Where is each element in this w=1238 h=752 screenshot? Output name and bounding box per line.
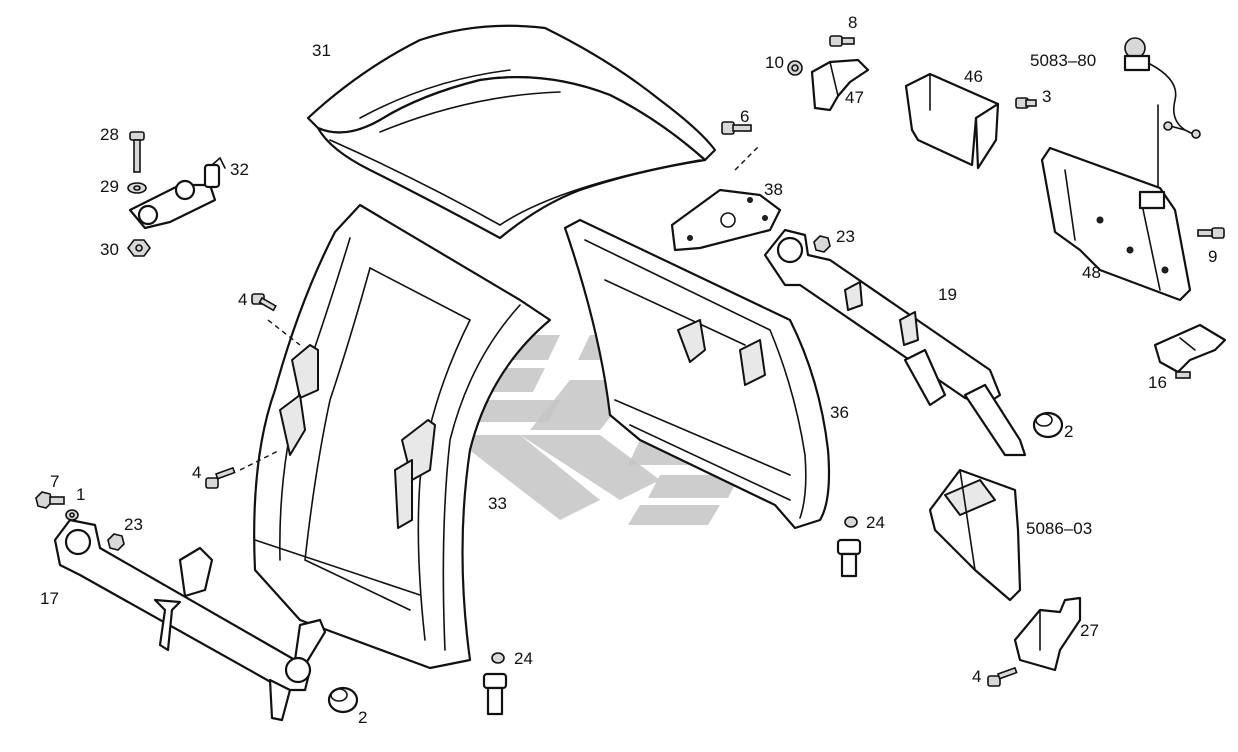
hinge-bracket-assembly — [787, 35, 870, 112]
callout-28: 28 — [100, 125, 119, 144]
callout-29: 29 — [100, 177, 119, 196]
bracket-plate — [670, 144, 782, 252]
callout-48: 48 — [1082, 263, 1101, 282]
clip-16 — [1153, 323, 1227, 379]
fender-top-panel — [306, 24, 717, 240]
callout-31: 31 — [312, 41, 331, 60]
callout-5083-80: 5083–80 — [1030, 51, 1096, 70]
latch-assembly — [127, 131, 226, 257]
callout-24-right: 24 — [866, 513, 885, 532]
lamp-housing-5086-03 — [928, 468, 1022, 602]
bolt-7-and-washer-1 — [35, 491, 79, 521]
callout-47: 47 — [845, 88, 864, 107]
callout-4-bottom: 4 — [972, 667, 981, 686]
bracket-27 — [1013, 596, 1082, 672]
bolt-6 — [721, 121, 752, 135]
frame-36 — [563, 218, 831, 530]
crossbar-19 — [763, 228, 1027, 457]
callout-23-lower: 23 — [124, 515, 143, 534]
bolt-4-lower — [205, 466, 236, 489]
callout-36: 36 — [830, 403, 849, 422]
bolt-4-bottom — [987, 666, 1018, 687]
callout-9: 9 — [1208, 247, 1217, 266]
callout-23-upper: 23 — [836, 227, 855, 246]
callout-3: 3 — [1042, 87, 1051, 106]
callout-7: 7 — [50, 472, 59, 491]
callout-1: 1 — [76, 485, 85, 504]
callout-4-upper: 4 — [238, 290, 247, 309]
callout-5086-03: 5086–03 — [1026, 519, 1092, 538]
callout-2-lower: 2 — [358, 708, 367, 727]
main-fender-33 — [239, 203, 552, 670]
callout-32: 32 — [230, 160, 249, 179]
mounting-panel-48 — [1040, 146, 1192, 302]
callout-6: 6 — [740, 107, 749, 126]
crossbar-17 — [53, 518, 327, 722]
bolt-9 — [1197, 227, 1225, 239]
callout-16: 16 — [1148, 373, 1167, 392]
lamp-5083-80 — [1123, 37, 1201, 191]
callout-38: 38 — [764, 180, 783, 199]
nut-23-upper — [813, 235, 831, 253]
cap-2-lower — [327, 686, 359, 714]
callout-8: 8 — [848, 13, 857, 32]
callout-19: 19 — [938, 285, 957, 304]
nut-23-lower — [107, 533, 125, 551]
callout-10: 10 — [765, 53, 784, 72]
callout-33: 33 — [488, 494, 507, 513]
plug-24-lower — [482, 652, 508, 716]
callout-24-lower: 24 — [514, 649, 533, 668]
callout-2-right: 2 — [1064, 422, 1073, 441]
callout-27: 27 — [1080, 621, 1099, 640]
bolt-4-upper — [251, 293, 277, 312]
bolt-3 — [1015, 97, 1037, 109]
callout-17: 17 — [40, 589, 59, 608]
callout-4-middle: 4 — [192, 463, 201, 482]
storage-box-46 — [904, 72, 1000, 170]
cap-2-right — [1032, 411, 1064, 439]
callout-46: 46 — [964, 67, 983, 86]
callout-30: 30 — [100, 240, 119, 259]
plug-24-right — [836, 516, 862, 578]
